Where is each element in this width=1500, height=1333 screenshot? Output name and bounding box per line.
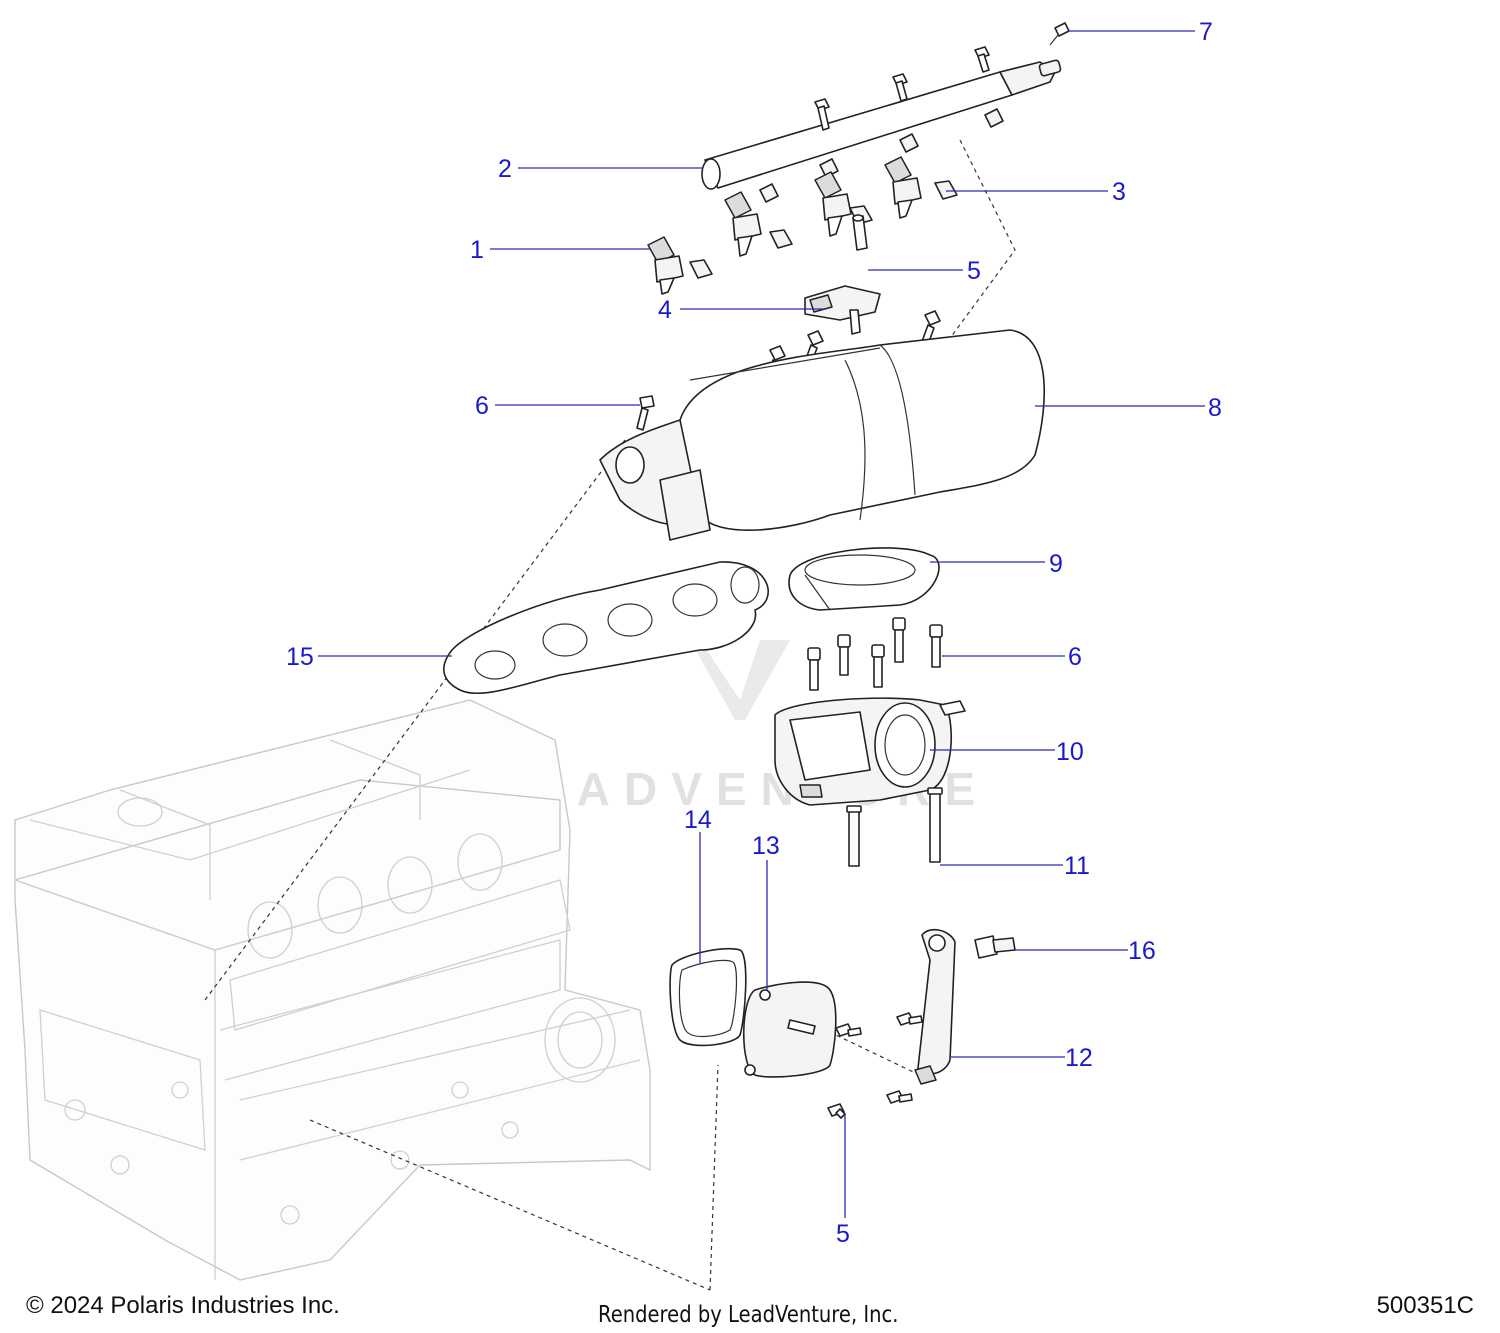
callout-5-lower[interactable]: 5 <box>836 1220 850 1248</box>
pin-5-upper[interactable] <box>852 214 868 251</box>
injector <box>647 236 713 295</box>
bracket[interactable] <box>914 928 956 1085</box>
callout-12[interactable]: 12 <box>1065 1044 1093 1072</box>
callout-11[interactable]: 11 <box>1064 852 1090 880</box>
cover-gasket[interactable] <box>669 947 747 1047</box>
map-sensor[interactable] <box>804 285 881 335</box>
callout-15[interactable]: 15 <box>286 643 314 671</box>
callout-10[interactable]: 10 <box>1056 738 1084 766</box>
bolt-7[interactable] <box>1049 22 1070 46</box>
callout-5-upper[interactable]: 5 <box>967 257 981 285</box>
callout-6-upper[interactable]: 6 <box>475 392 489 420</box>
rail-bolts[interactable] <box>814 46 990 131</box>
callout-8[interactable]: 8 <box>1208 394 1222 422</box>
engine-block <box>14 699 651 1281</box>
callout-1[interactable]: 1 <box>470 236 484 264</box>
fuel-rail[interactable] <box>701 59 1062 203</box>
temp-sensor[interactable] <box>974 935 1016 959</box>
injector <box>884 156 958 219</box>
fuel-injectors[interactable] <box>647 156 958 295</box>
throttle-bolts[interactable] <box>807 617 943 691</box>
callout-4[interactable]: 4 <box>658 296 672 324</box>
manifold-gasket[interactable] <box>443 561 769 695</box>
callout-13[interactable]: 13 <box>752 832 780 860</box>
intake-manifold[interactable] <box>599 329 1046 541</box>
cover-plate[interactable] <box>743 981 837 1078</box>
callouts: 7 2 3 1 5 4 6 8 9 15 6 10 14 13 11 16 12… <box>286 18 1222 1248</box>
diagram-id: 500351C <box>1376 1292 1474 1319</box>
copyright-text: © 2024 Polaris Industries Inc. <box>26 1292 340 1319</box>
callout-7[interactable]: 7 <box>1199 18 1213 46</box>
alignment-lines <box>204 139 1016 1291</box>
callout-14[interactable]: 14 <box>684 806 712 834</box>
throttle-adapter[interactable] <box>788 547 940 611</box>
callout-6-lower[interactable]: 6 <box>1068 643 1082 671</box>
leader-lines <box>318 30 1205 1218</box>
small-bolts[interactable] <box>827 1012 923 1119</box>
callout-16[interactable]: 16 <box>1128 937 1156 965</box>
callout-3[interactable]: 3 <box>1112 178 1126 206</box>
callout-9[interactable]: 9 <box>1049 550 1063 578</box>
callout-2[interactable]: 2 <box>498 155 512 183</box>
throttle-body[interactable] <box>774 697 966 806</box>
injector <box>724 191 793 257</box>
long-bolts[interactable] <box>846 787 943 867</box>
rendered-by-text: Rendered by LeadVenture, Inc. <box>598 1302 899 1328</box>
